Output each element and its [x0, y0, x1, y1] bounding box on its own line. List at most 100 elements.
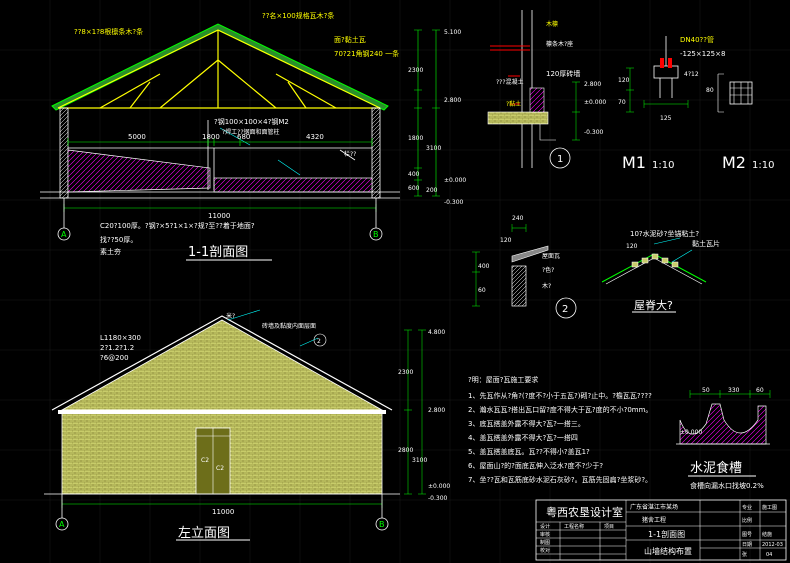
elev-roof-label: 米?: [226, 312, 235, 320]
tb-company: 粤西农垦设计室: [546, 505, 623, 519]
m-d70: 70: [618, 99, 626, 106]
detail2-d60: 60: [478, 287, 486, 294]
floor-slab-right: [213, 177, 373, 193]
m-anchor: 4?12: [684, 71, 699, 78]
left-elevation: A B L1180×300 2?1.2?1.2 ?6@200 米? 砖墙及黏度内…: [44, 309, 450, 541]
notes-item-5: 5、盖瓦搭盖底瓦。瓦??不得小?盖瓦1?: [468, 447, 590, 456]
trough-title: 水泥食槽: [690, 460, 742, 476]
elevation-title: 左立面图: [178, 526, 230, 541]
detail1-label-4: 120厚砖墙: [546, 69, 580, 78]
detail1-label-5: ?黏土: [506, 100, 521, 108]
elev-axis-a: A: [59, 520, 65, 529]
embedded-parts: DN40??管 -125×125×8 4?12 120 125 70 80 M1…: [618, 35, 774, 172]
section-title: 1-1剖面图: [188, 245, 248, 260]
tb-label-pro: 专业: [742, 504, 752, 511]
trough-d330: 330: [728, 387, 740, 394]
span-5000: 5000: [128, 133, 146, 141]
detail2-label-3: 木?: [542, 282, 551, 290]
elev-0: ±0.000: [444, 177, 466, 184]
detail1-label-3: ???混凝土: [496, 78, 524, 86]
m1-label: M1: [622, 153, 646, 172]
elev-neg: -0.300: [444, 199, 464, 206]
detail2-d240: 240: [512, 215, 524, 222]
floor-note-1: C20?100厚。?钢?×5?1×1×?规?至??着于地面?: [100, 221, 255, 230]
elev-top-mark: 4.800: [428, 329, 445, 336]
m-dn: DN40??管: [680, 35, 714, 44]
detail-2: 2 屋面瓦 ?色? 木? 240 120 400 60: [472, 215, 577, 319]
ridge-detail: 10?水泥砂?坐锚粘土? 黏土瓦片 120 屋脊大?: [601, 229, 720, 313]
left-wall: [59, 107, 69, 199]
rail-note: ?钢100×100×4?钢M2: [214, 117, 289, 126]
floor-slab: [67, 149, 211, 193]
floor-note-2: 找??50厚。: [100, 235, 137, 244]
m-d120: 120: [618, 77, 630, 84]
tb-drawing-no: 结施: [762, 531, 772, 538]
notes-item-4: 4、盖瓦搭盖外露不得大?瓦?一搭四: [468, 433, 578, 442]
elev-axis-b: B: [379, 520, 385, 529]
rail-note-2: ?焊工??钢面和面管柱: [222, 128, 280, 136]
tb-drawing-name-1: 1-1剖面图: [648, 529, 685, 539]
label-step: 栏??: [344, 150, 356, 158]
detail1-circle: 1: [557, 154, 563, 165]
dim-600: 600: [408, 185, 420, 192]
detail2-d400: 400: [478, 263, 490, 270]
elev-dim-2800: 2800: [398, 447, 413, 454]
m-d80: 80: [706, 87, 714, 94]
elev-dim-2300: 2300: [398, 369, 413, 376]
axis-b-label: B: [373, 230, 379, 239]
section-1-1: A B ??8×1?8根檩条木?条 ??名×100规格瓦木?条 面?黏土瓦 70…: [40, 11, 466, 261]
elev-neg-mark: -0.300: [428, 495, 448, 502]
tb-label-project: 工程名称: [564, 523, 584, 530]
tb-stage: 施工图: [762, 504, 777, 511]
tb-date: 2012-03: [762, 542, 783, 548]
dim-2300: 2300: [408, 67, 423, 74]
detail2-label-2: ?色?: [542, 266, 554, 274]
floor-note-3: 素土夯: [100, 247, 121, 256]
dim-1800: 1800: [408, 135, 423, 142]
elev-mid-mark: 2.800: [428, 407, 445, 414]
tb-label-item: 项目: [604, 524, 614, 530]
dim-200: 200: [426, 187, 438, 194]
detail2-d120: 120: [500, 237, 512, 244]
detail1-elev-a: ±0.000: [584, 99, 606, 106]
tb-label-check: 审核: [540, 531, 550, 538]
gable-eave: [51, 315, 393, 411]
tb-sheet: 04: [766, 552, 772, 558]
door-label-2: C2: [216, 465, 224, 472]
axis-a-label: A: [61, 230, 67, 239]
elev-note-3: ?6@200: [100, 354, 129, 362]
detail-1: 1 木檩 檩条木?座 ???混凝土 120厚砖墙 ?黏土 ±0.000 -0.3…: [487, 10, 606, 169]
tb-label-date: 日期: [742, 542, 752, 548]
axis-bubbles: [57, 198, 383, 241]
detail1-elev-c: 2.800: [584, 81, 601, 88]
dim-400: 400: [408, 171, 420, 178]
elev-note-2: 2?1.2?1.2: [100, 344, 134, 352]
elev-2: 2.800: [444, 97, 461, 104]
roof-truss: [57, 29, 381, 109]
detail1-elev-b: -0.300: [584, 129, 604, 136]
elev-note-1: L1180×300: [100, 334, 141, 342]
rail-line: [68, 120, 372, 190]
tile-note: 面?黏土瓦: [334, 35, 366, 44]
notes-item-1: 1、先瓦作从?角?(?度不?小于五瓦?)砌?止中。?檐瓦瓦????: [468, 391, 652, 400]
span-4320: 4320: [306, 133, 324, 141]
tb-label-review: 校对: [540, 547, 550, 554]
m2-label: M2: [722, 153, 746, 172]
notes-item-3: 3、底瓦搭盖外露不得大?瓦?一搭三。: [468, 419, 585, 428]
tb-label-draw: 制图: [540, 539, 550, 546]
detail2-circle: 2: [562, 304, 568, 315]
trough-d50: 50: [702, 387, 710, 394]
construction-notes: ?明：屋面?瓦施工要求 1、先瓦作从?角?(?度不?小于五瓦?)砌?止中。?檐瓦…: [468, 375, 652, 484]
m-d125: 125: [660, 115, 672, 122]
elev-span: 11000: [212, 508, 234, 516]
roof-note-1: ??8×1?8根檩条木?条: [74, 27, 143, 36]
tb-label-sheet: 张: [742, 551, 747, 558]
tb-drawing-name-2: 山墙结构布置: [644, 546, 692, 556]
detail2-label-1: 屋面瓦: [542, 253, 560, 260]
cement-trough: 50 330 60 ±0.000 水泥食槽 食槽向漏水口找坡0.2%: [676, 387, 771, 490]
span-1800: 1800: [202, 133, 220, 141]
door-label-1: C2: [201, 457, 209, 464]
tb-label-design: 设计: [540, 523, 550, 530]
tile-note-2: 70?21角钢240 一条: [334, 49, 399, 58]
